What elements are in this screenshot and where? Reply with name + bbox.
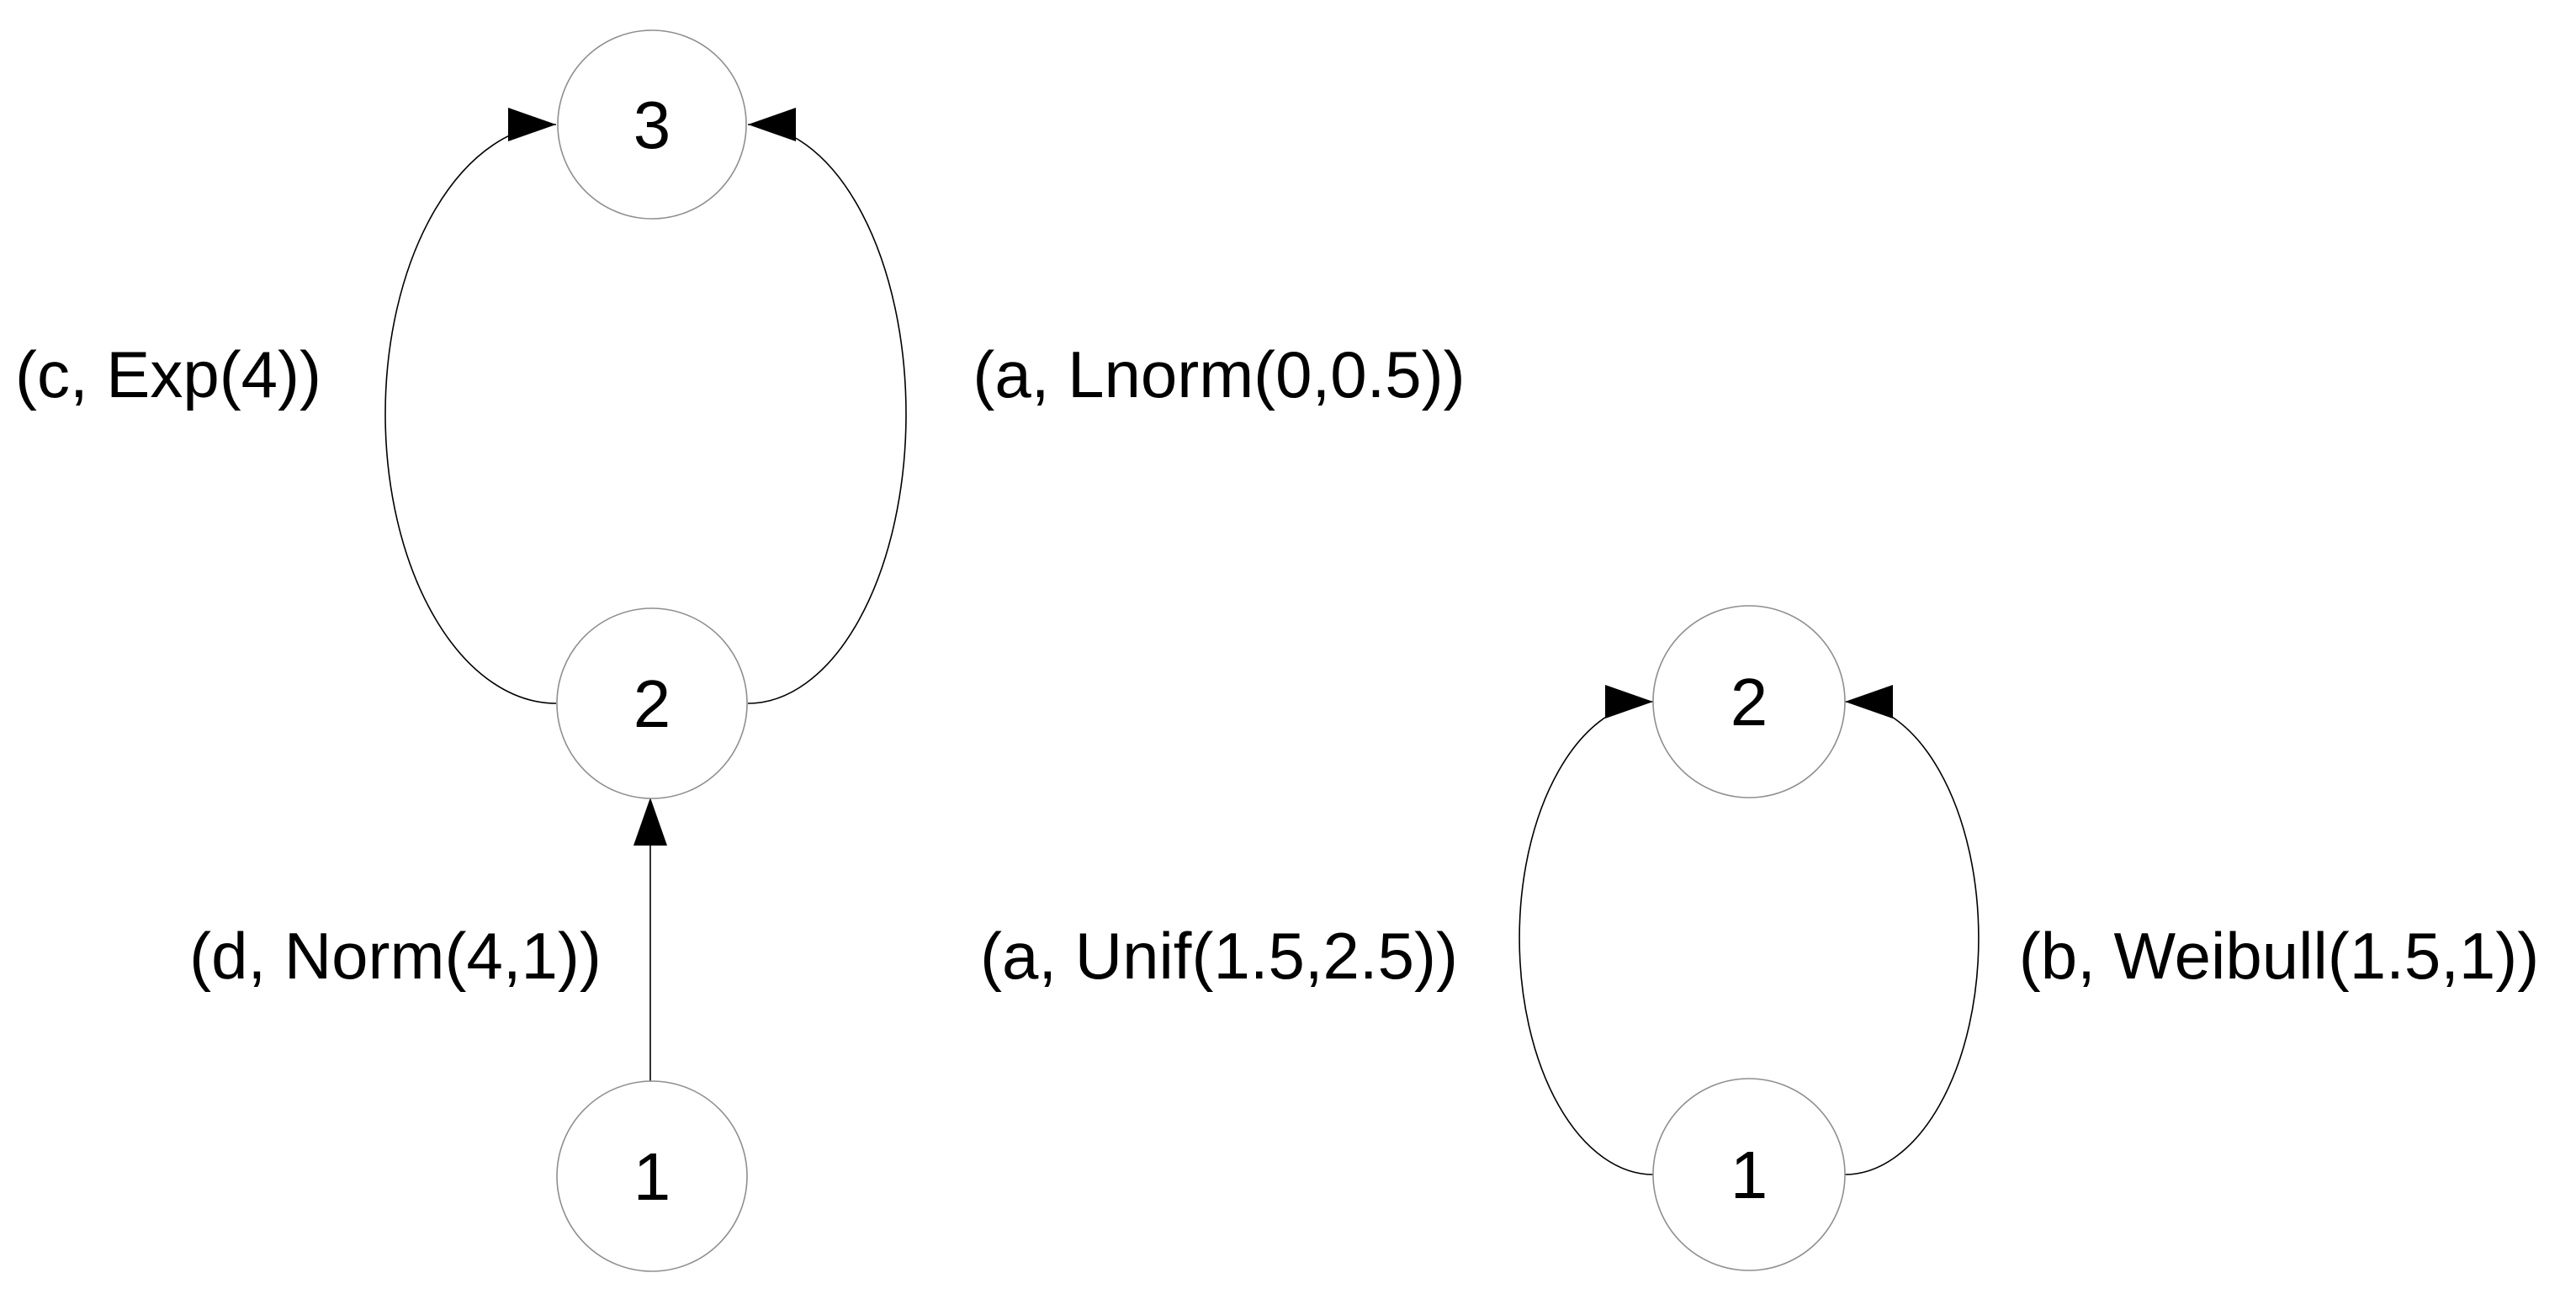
right-graph: (a, Unif(1.5,2.5)) (b, Weibull(1.5,1)) 2 1 (980, 605, 2539, 1271)
node-circle (1652, 1078, 1846, 1271)
node-label: 2 (633, 666, 671, 741)
node-label: 1 (1731, 1138, 1768, 1212)
edge-label: (a, Lnorm(0,0.5)) (973, 337, 1465, 411)
node-label: 3 (633, 88, 671, 162)
edge-label: (c, Exp(4)) (15, 337, 321, 411)
edge-path (1844, 701, 1980, 1175)
edge-arrowhead-icon (633, 798, 667, 846)
edge-label: (b, Weibull(1.5,1)) (2019, 919, 2539, 993)
edge-arrowhead-icon (1845, 685, 1893, 719)
node-label: 2 (1731, 665, 1768, 740)
edge-path (384, 124, 557, 704)
edge-label: (a, Unif(1.5,2.5)) (980, 919, 1458, 993)
edge-arrowhead-icon (508, 108, 556, 141)
edge-arrowhead-icon (748, 108, 796, 141)
edge-label: (d, Norm(4,1)) (189, 919, 602, 993)
node-label: 1 (633, 1139, 671, 1214)
edge-arrowhead-icon (1605, 685, 1653, 719)
left-graph: (c, Exp(4)) (a, Lnorm(0,0.5)) (d, Norm(4,1… (15, 29, 1466, 1272)
node-circle (556, 1080, 748, 1272)
node-circle (557, 29, 747, 220)
edge-path (747, 124, 907, 704)
edge-path (1519, 701, 1654, 1175)
node-circle (556, 607, 748, 799)
node-circle (1652, 605, 1846, 798)
